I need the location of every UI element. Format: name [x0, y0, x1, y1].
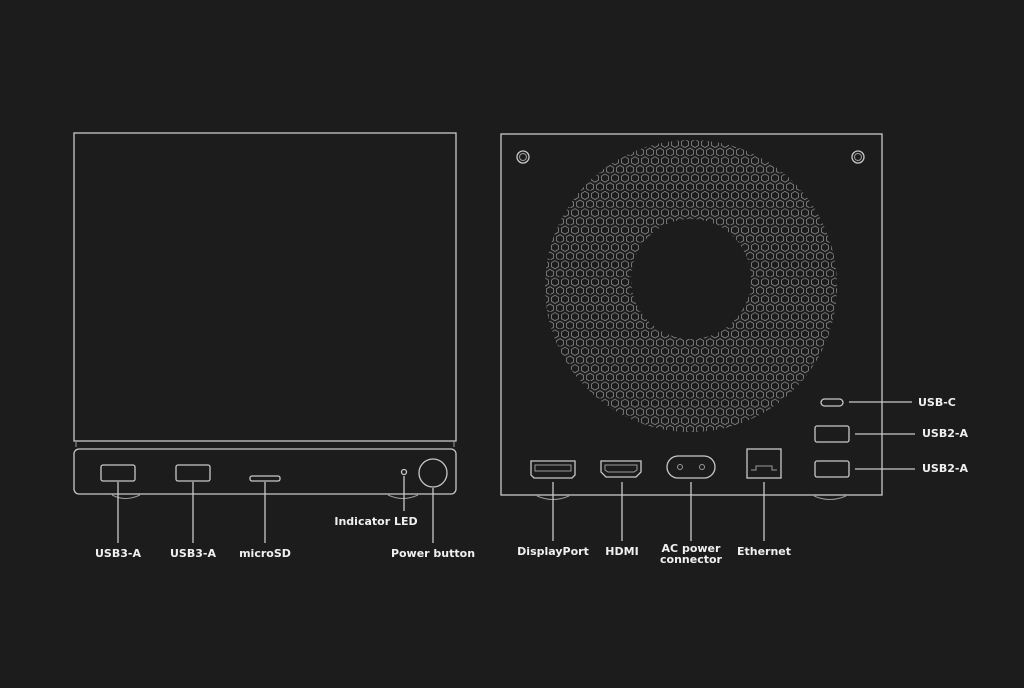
label-indicator-led: Indicator LED: [334, 515, 417, 528]
label-usb-c: USB-C: [918, 396, 956, 409]
usb3a-port-2: [175, 464, 211, 482]
ac-power-connector: [666, 455, 716, 479]
label-hdmi: HDMI: [605, 545, 638, 558]
back-view: DisplayPort HDMI AC power connector Ethe…: [500, 133, 968, 566]
usb2a-port-2: [814, 460, 850, 478]
label-microsd: microSD: [239, 547, 291, 560]
label-usb3a-2: USB3-A: [170, 547, 216, 560]
foot: [813, 495, 847, 500]
screw-icon: [851, 150, 865, 164]
label-usb3a-1: USB3-A: [95, 547, 141, 560]
microsd-slot: [249, 475, 281, 482]
usb3a-port-1: [100, 464, 136, 482]
foot: [387, 494, 419, 499]
displayport-port: [530, 460, 576, 479]
label-ethernet: Ethernet: [737, 545, 791, 558]
label-power-button: Power button: [391, 547, 475, 560]
label-ac-power-line2: connector: [660, 553, 723, 566]
label-usb2a-1: USB2-A: [922, 427, 968, 440]
front-view: USB3-A USB3-A microSD Indicator LED Powe…: [73, 132, 475, 560]
ethernet-port: [746, 448, 782, 479]
indicator-led: [400, 468, 408, 476]
power-button: [418, 458, 448, 488]
foot: [111, 494, 141, 499]
usb-c-port: [820, 398, 844, 407]
fan-vent-grille: [540, 135, 845, 435]
front-top-panel: [73, 132, 457, 442]
usb2a-port-1: [814, 425, 850, 443]
label-ac-power-line1: AC power: [662, 542, 721, 555]
hdmi-port: [600, 460, 642, 478]
label-usb2a-2: USB2-A: [922, 462, 968, 475]
screw-icon: [516, 150, 530, 164]
label-displayport: DisplayPort: [517, 545, 589, 558]
